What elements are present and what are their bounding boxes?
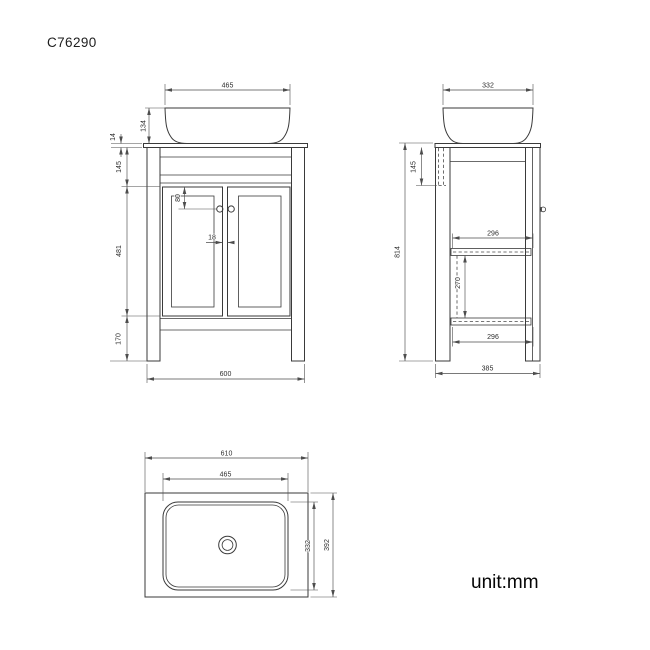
svg-text:332: 332 xyxy=(482,83,494,90)
dim-front-basin-height: 134 xyxy=(140,107,166,144)
front-left-leg xyxy=(146,147,161,362)
side-lower-shelf xyxy=(450,317,532,326)
dim-top-basin-depth: 332 xyxy=(290,501,318,591)
top-drain xyxy=(218,535,237,555)
svg-text:18: 18 xyxy=(208,235,216,242)
dim-side-basin-depth: 332 xyxy=(442,82,534,105)
dim-side-shelf-spacing: 270 xyxy=(454,255,467,318)
dim-front-leg-height: 170 xyxy=(110,316,147,362)
product-code: C76290 xyxy=(47,35,97,50)
dim-side-upper-shelf-depth: 296 xyxy=(452,230,534,248)
dim-front-overall-width: 600 xyxy=(146,364,305,383)
svg-text:385: 385 xyxy=(482,366,494,373)
side-hidden-rail xyxy=(438,148,446,186)
svg-text:145: 145 xyxy=(116,161,123,173)
dim-front-counter-thickness: 14 xyxy=(109,132,142,157)
front-bottom-rail xyxy=(160,318,292,331)
front-left-door-panel xyxy=(171,195,215,308)
dim-side-rail-height: 145 xyxy=(410,147,437,186)
svg-text:332: 332 xyxy=(305,540,312,552)
svg-text:814: 814 xyxy=(395,246,402,258)
svg-text:481: 481 xyxy=(116,245,123,257)
svg-text:80: 80 xyxy=(175,194,182,202)
svg-text:392: 392 xyxy=(324,539,331,551)
svg-text:145: 145 xyxy=(411,161,418,173)
svg-text:465: 465 xyxy=(220,472,232,479)
dim-top-counter-width: 610 xyxy=(144,450,309,492)
front-left-knob xyxy=(216,205,224,213)
dim-front-door-gap: 18 xyxy=(206,234,235,245)
front-left-door xyxy=(162,186,223,317)
unit-label: unit:mm xyxy=(471,572,539,593)
front-right-knob xyxy=(227,205,235,213)
svg-text:610: 610 xyxy=(221,451,233,458)
side-countertop xyxy=(434,143,541,148)
dim-top-basin-width: 465 xyxy=(162,471,289,501)
front-right-leg xyxy=(291,147,305,362)
svg-text:296: 296 xyxy=(487,334,499,341)
side-knob xyxy=(539,206,546,213)
side-upper-shelf xyxy=(450,248,532,256)
dim-front-basin-width: 465 xyxy=(164,82,291,105)
dim-front-apron-height: 145 xyxy=(115,147,160,187)
svg-text:134: 134 xyxy=(141,120,148,132)
top-countertop xyxy=(144,492,309,598)
front-right-door xyxy=(227,186,291,317)
dim-side-overall-height: 814 xyxy=(394,142,433,362)
front-countertop xyxy=(143,143,308,148)
svg-text:14: 14 xyxy=(110,133,117,141)
dim-front-handle-offset: 80 xyxy=(174,187,217,210)
svg-text:270: 270 xyxy=(455,277,462,289)
dim-front-door-height: 481 xyxy=(115,186,160,317)
svg-text:296: 296 xyxy=(487,231,499,238)
front-view: 465 134 14 145 481 xyxy=(109,82,308,383)
top-view: 610 465 332 392 xyxy=(144,450,337,598)
side-view: 332 145 814 296 270 xyxy=(394,82,546,378)
dim-side-overall-depth: 385 xyxy=(435,364,541,378)
top-basin-inner xyxy=(165,504,286,588)
dim-side-lower-shelf-depth: 296 xyxy=(452,327,534,347)
side-back-leg xyxy=(435,147,451,362)
svg-text:465: 465 xyxy=(222,83,234,90)
dim-top-counter-depth: 392 xyxy=(310,492,337,598)
front-basin xyxy=(164,107,291,144)
front-top-rail xyxy=(160,156,292,184)
svg-text:600: 600 xyxy=(220,371,232,378)
side-basin xyxy=(442,107,534,144)
top-basin-outer xyxy=(162,501,289,591)
svg-text:170: 170 xyxy=(116,333,123,345)
front-right-door-panel xyxy=(238,195,282,308)
